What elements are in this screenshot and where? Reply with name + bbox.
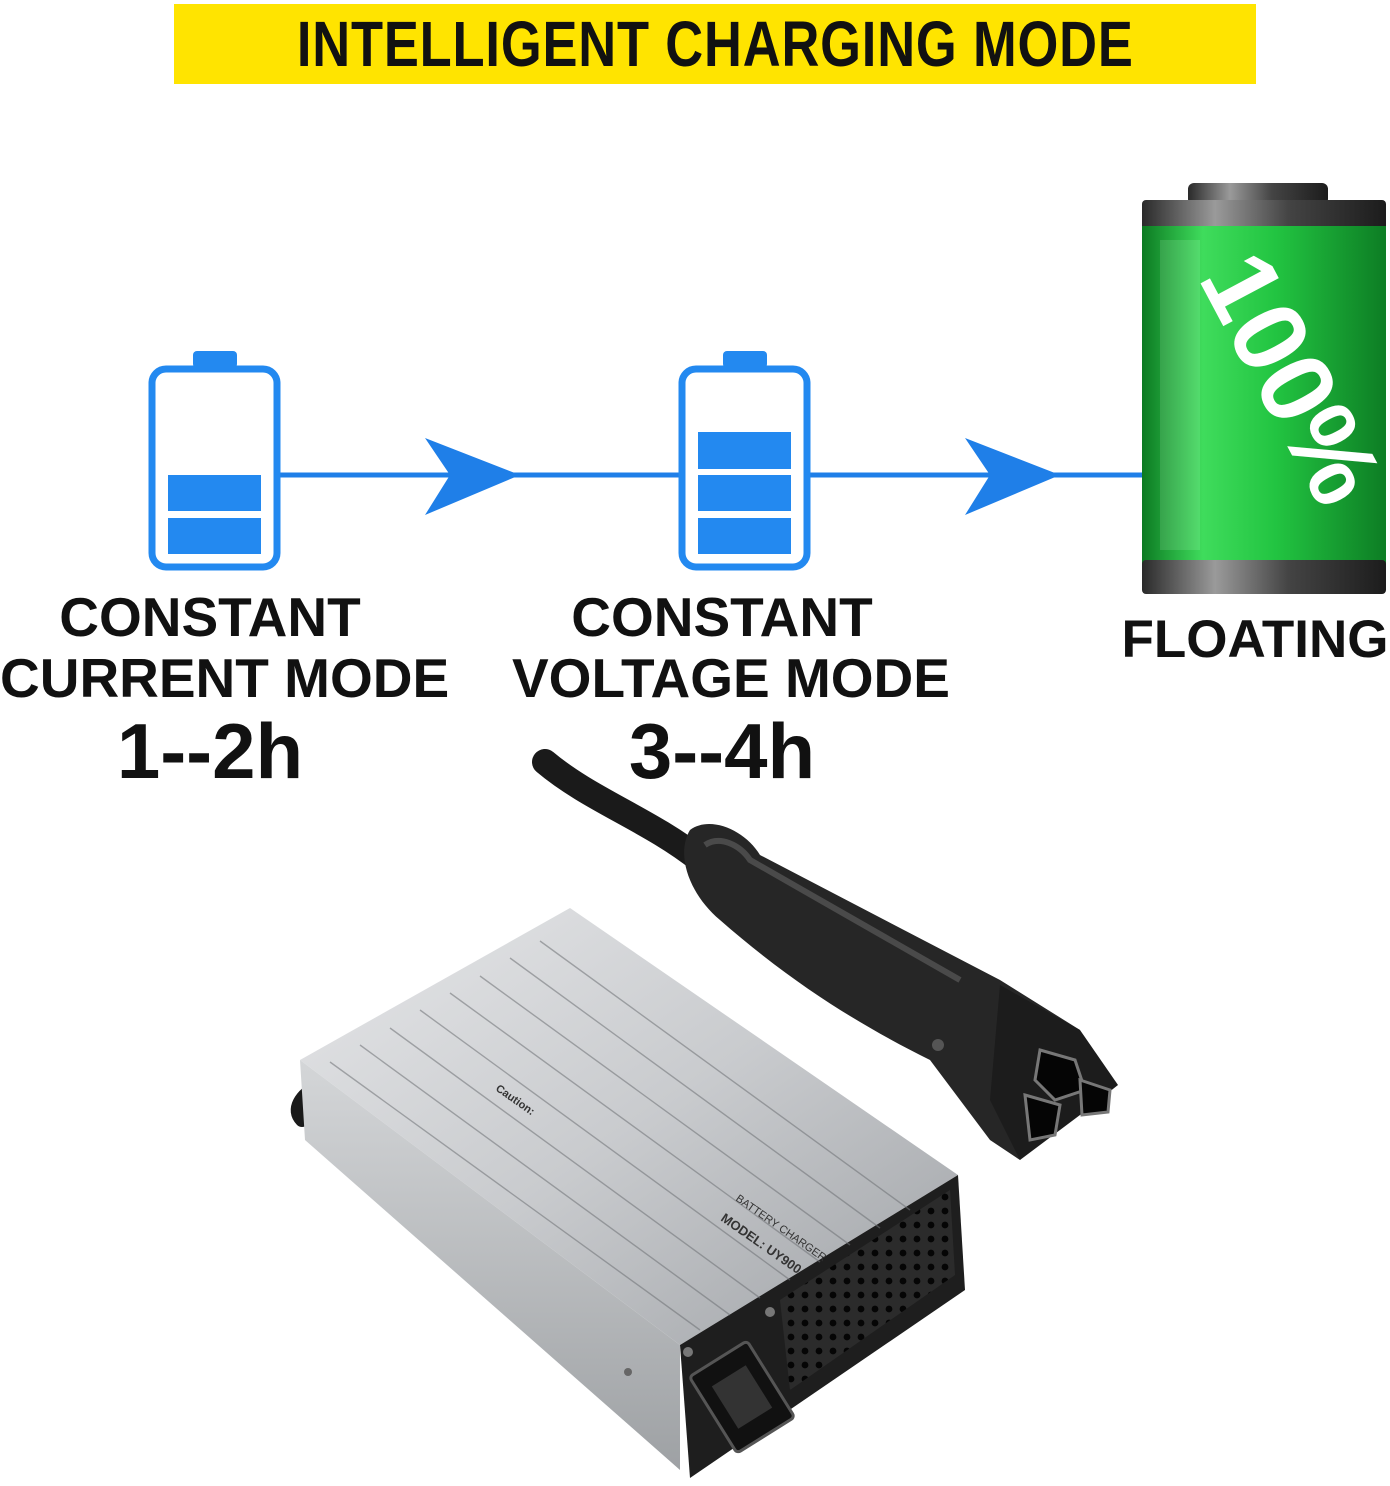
battery-three-quarter-icon [678,351,811,571]
arrow-right-icon [965,438,1060,515]
battery-charger-device: MODEL: UY900 BATTERY CHARGER Caution: [300,908,965,1478]
charger-plug [684,824,1118,1160]
stage-title-line2: CURRENT MODE [0,647,450,709]
stage-title-line1: CONSTANT [59,586,361,648]
banner-title: INTELLIGENT CHARGING MODE [296,8,1134,80]
stage-constant-current: CONSTANT CURRENT MODE 1--2h [0,586,450,795]
stage-title-line1: CONSTANT [571,586,873,648]
battery-full-icon: 100% [1142,183,1390,594]
charger-cable [532,749,713,873]
arrow-right-icon [425,438,520,515]
stage-title-line2: VOLTAGE MODE [512,647,950,709]
stage-floating: FLOATING [1120,613,1390,672]
title-banner: INTELLIGENT CHARGING MODE [174,4,1256,84]
stage-duration: 1--2h [116,707,304,795]
stage-constant-voltage: CONSTANT VOLTAGE MODE 3--4h [512,586,950,795]
stage-duration: 3--4h [628,707,816,795]
stage-title-line1: FLOATING [1121,610,1389,669]
battery-half-icon [148,351,281,571]
